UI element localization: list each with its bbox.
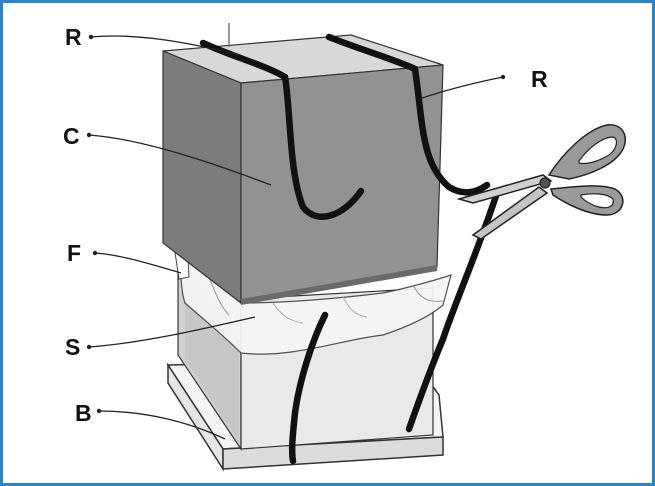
label-s: S [65,334,80,360]
leader-lines [88,35,504,440]
carton-cover [162,34,444,305]
packaging-removal-diagram: R R C F S B [63,23,627,472]
leader-f [94,252,182,274]
label-r-left: R [65,24,82,50]
leader-c [88,134,272,186]
label-c: C [63,123,80,149]
leader-ends [86,34,506,414]
leader-r-right [418,76,504,100]
leader-b [98,410,226,440]
scissors-icon [456,124,627,240]
label-f: F [67,240,81,266]
label-b: B [75,400,92,426]
leader-r-left [90,35,240,56]
label-r-right: R [531,66,548,92]
leader-s [88,316,256,348]
